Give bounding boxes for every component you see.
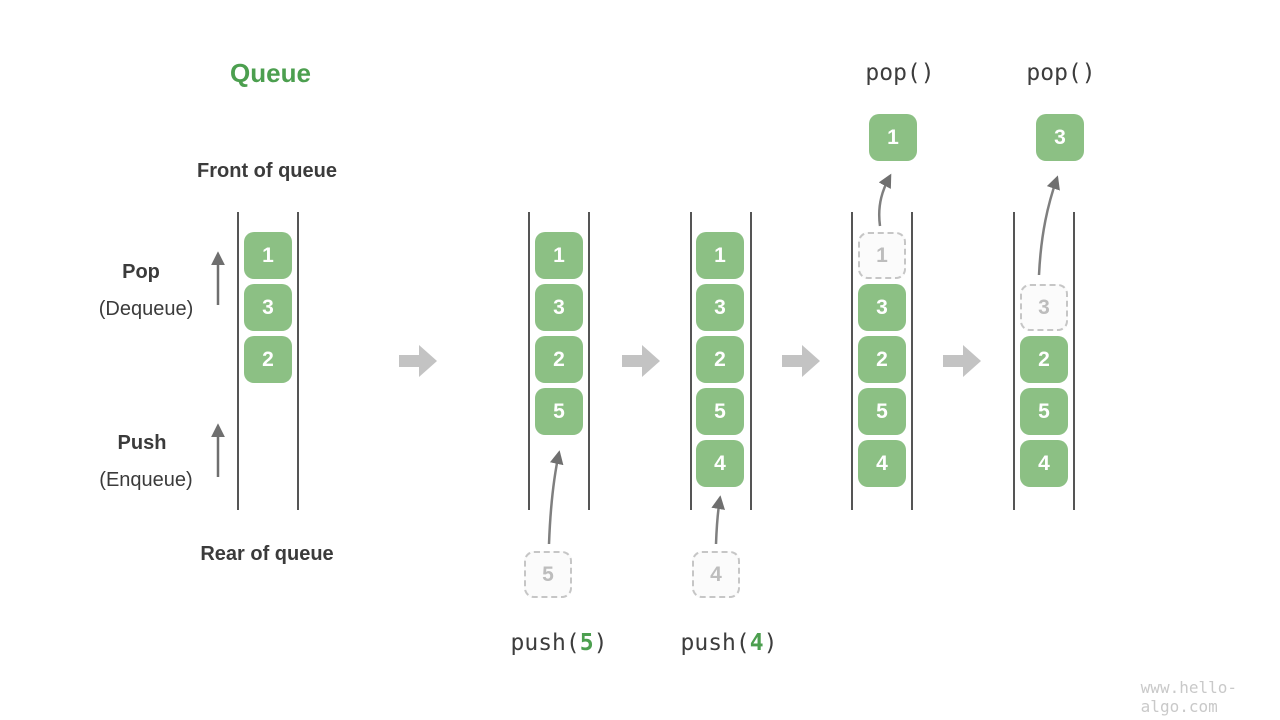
queue-wall-left-2 xyxy=(528,212,530,510)
queue-cell: 3 xyxy=(858,284,906,331)
queue-wall-right-3 xyxy=(750,212,752,510)
queue-wall-right-1 xyxy=(297,212,299,510)
pop-label: Pop xyxy=(122,261,160,283)
diagram-title: Queue xyxy=(230,58,311,88)
queue-cell: 2 xyxy=(1020,336,1068,383)
queue-cell: 1 xyxy=(696,232,744,279)
popped-ghost-cell: 1 xyxy=(858,232,906,279)
popped-value-cell: 3 xyxy=(1036,114,1084,161)
queue-cell: 4 xyxy=(1020,440,1068,487)
popped-value-cell: 1 xyxy=(869,114,917,161)
pop-call-label-1: pop() xyxy=(865,60,935,86)
queue-cell: 2 xyxy=(535,336,583,383)
push-call-label-2: push(4) xyxy=(681,630,778,656)
push-fn-text: push( xyxy=(510,630,580,656)
queue-wall-right-5 xyxy=(1073,212,1075,510)
pushed-ghost-cell: 4 xyxy=(692,551,740,598)
queue-wall-left-3 xyxy=(690,212,692,510)
push-motion-arrow-icon xyxy=(711,495,725,545)
pop-motion-arrow-icon xyxy=(1037,175,1060,276)
push-close-paren: ) xyxy=(593,630,608,656)
enqueue-label: (Enqueue) xyxy=(99,469,193,491)
rear-of-queue-label: Rear of queue xyxy=(200,543,334,565)
queue-cell: 5 xyxy=(858,388,906,435)
queue-cell: 5 xyxy=(696,388,744,435)
push-close-paren: ) xyxy=(763,630,778,656)
queue-wall-left-1 xyxy=(237,212,239,510)
queue-wall-left-5 xyxy=(1013,212,1015,510)
pop-motion-arrow-icon xyxy=(878,173,892,227)
queue-cell: 4 xyxy=(696,440,744,487)
pop-call-label-2: pop() xyxy=(1026,60,1096,86)
pushed-ghost-cell: 5 xyxy=(524,551,572,598)
queue-cell: 4 xyxy=(858,440,906,487)
push-fn-text: push( xyxy=(680,630,750,656)
watermark: www.hello-algo.com xyxy=(1140,678,1237,716)
queue-cell: 2 xyxy=(244,336,292,383)
state-transition-arrow-icon xyxy=(622,345,660,377)
push-call-label-1: push(5) xyxy=(511,630,608,656)
queue-cell: 5 xyxy=(535,388,583,435)
push-arg-value: 5 xyxy=(579,630,594,656)
push-arg-value: 4 xyxy=(749,630,764,656)
queue-wall-left-4 xyxy=(851,212,853,510)
dequeue-label: (Dequeue) xyxy=(98,298,194,320)
queue-wall-right-4 xyxy=(911,212,913,510)
queue-cell: 3 xyxy=(696,284,744,331)
queue-cell: 5 xyxy=(1020,388,1068,435)
popped-ghost-cell: 3 xyxy=(1020,284,1068,331)
push-motion-arrow-icon xyxy=(547,450,564,545)
queue-cell: 3 xyxy=(535,284,583,331)
state-transition-arrow-icon xyxy=(943,345,981,377)
push-label: Push xyxy=(117,432,167,454)
state-transition-arrow-icon xyxy=(782,345,820,377)
front-of-queue-label: Front of queue xyxy=(197,160,337,182)
queue-cell: 1 xyxy=(244,232,292,279)
queue-cell: 2 xyxy=(858,336,906,383)
state-transition-arrow-icon xyxy=(399,345,437,377)
queue-cell: 1 xyxy=(535,232,583,279)
queue-wall-right-2 xyxy=(588,212,590,510)
queue-cell: 3 xyxy=(244,284,292,331)
queue-cell: 2 xyxy=(696,336,744,383)
